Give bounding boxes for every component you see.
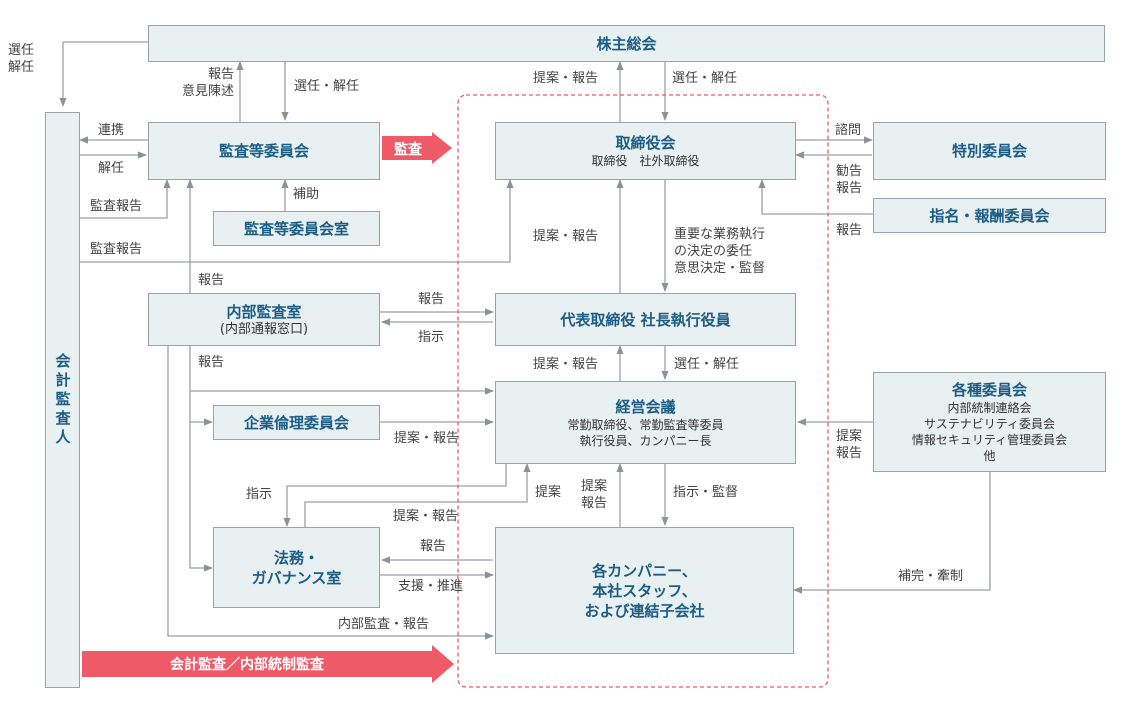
label-propose-report-companies: 提案報告 [581, 479, 608, 511]
label-audit-report-1: 監査報告 [90, 199, 143, 214]
label-elect-dismiss-1: 選任・解任 [294, 79, 360, 94]
legal-box[interactable]: 法務・ ガバナンス室 [213, 527, 380, 608]
label-advise-report: 勧告報告 [836, 164, 863, 196]
management-meeting-box[interactable]: 経営会議 常勤取締役、常勤監査等委員 執行役員、カンパニー長 [495, 381, 796, 464]
president-title: 代表取締役 社長執行役員 [560, 310, 731, 329]
internal-audit-sub: (内部通報窓口) [219, 321, 309, 337]
internal-audit-title: 内部監査室 [226, 302, 302, 321]
label-assist: 補助 [293, 187, 320, 202]
execution-boundary [457, 94, 829, 688]
label-propose-report-2: 提案・報告 [533, 229, 599, 244]
management-meeting-sub2: 執行役員、カンパニー長 [579, 433, 712, 448]
label-instruct-to-internal: 指示 [418, 330, 445, 345]
companies-line2: 本社スタッフ、 [592, 581, 697, 600]
label-cooperation: 連携 [98, 123, 125, 138]
management-meeting-title: 経営会議 [615, 397, 676, 416]
label-report-to-president: 報告 [418, 292, 445, 307]
ethics-committee-box[interactable]: 企業倫理委員会 [213, 405, 380, 440]
label-elect-dismiss-3: 選任・解任 [674, 357, 740, 372]
label-propose-report-ethics: 提案・報告 [394, 431, 460, 446]
nomination-committee-box[interactable]: 指名・報酬委員会 [873, 198, 1106, 233]
committees-line4: 他 [983, 449, 996, 463]
committees-title: 各種委員会 [951, 381, 1027, 399]
auditor-title: 会計監査人 [53, 352, 72, 448]
committees-line2: サステナビリティ委員会 [923, 417, 1056, 431]
internal-audit-box[interactable]: 内部監査室 (内部通報窓口) [148, 293, 380, 346]
special-committee-box[interactable]: 特別委員会 [873, 122, 1106, 180]
audit-committee-office-title: 監査等委員会室 [243, 219, 349, 238]
committees-line3: 情報セキュリティ管理委員会 [911, 433, 1068, 447]
nomination-committee-title: 指名・報酬委員会 [929, 206, 1050, 225]
label-consult: 諮問 [835, 123, 862, 138]
legal-line2: ガバナンス室 [251, 568, 342, 587]
label-elect-dismiss-left: 選任解任 [8, 43, 35, 75]
auditor-box[interactable]: 会計監査人 [45, 112, 80, 688]
committees-box[interactable]: 各種委員会 内部統制連絡会 サステナビリティ委員会 情報セキュリティ管理委員会 … [873, 372, 1106, 472]
label-support: 支援・推進 [398, 579, 464, 594]
audit-arrow [382, 132, 452, 164]
audit-committee-office-box[interactable]: 監査等委員会室 [213, 211, 380, 246]
committees-line1: 内部統制連絡会 [947, 401, 1032, 415]
label-report-internal-down: 報告 [198, 355, 225, 370]
board-title: 取締役会 [615, 134, 676, 152]
legal-line1: 法務・ [273, 548, 319, 567]
audit-arrow-label: 監査 [394, 142, 422, 158]
label-dismiss: 解任 [98, 161, 125, 176]
label-audit-report-2: 監査報告 [90, 242, 143, 257]
label-instruct-supervise: 指示・監督 [673, 485, 739, 500]
label-propose-report-legal: 提案・報告 [393, 509, 459, 524]
label-internal-audit-report: 内部監査・報告 [338, 617, 430, 632]
label-supplement-check: 補完・牽制 [898, 569, 964, 584]
label-report-internal-up: 報告 [198, 273, 225, 288]
label-elect-dismiss-2: 選任・解任 [672, 71, 738, 86]
label-propose-report-3: 提案・報告 [533, 357, 599, 372]
board-box[interactable]: 取締役会 取締役 社外取締役 [495, 122, 796, 180]
accounting-audit-arrow [82, 645, 454, 683]
companies-line1: 各カンパニー、 [592, 561, 697, 580]
label-report-nomination: 報告 [836, 223, 863, 238]
label-propose-report-1: 提案・報告 [533, 71, 599, 86]
label-delegation: 重要な業務執行の決定の委任意思決定・監督 [674, 227, 766, 276]
shareholders-box[interactable]: 株主総会 [148, 25, 1105, 62]
ethics-committee-title: 企業倫理委員会 [243, 413, 349, 432]
special-committee-title: 特別委員会 [951, 142, 1027, 160]
label-propose-report-committees: 提案報告 [836, 429, 863, 461]
companies-box[interactable]: 各カンパニー、 本社スタッフ、 および連結子会社 [495, 527, 794, 654]
companies-line3: および連結子会社 [584, 601, 705, 620]
label-report-opinion: 報告意見陳述 [181, 67, 234, 99]
audit-committee-title: 監査等委員会 [218, 142, 309, 160]
label-instruct-legal: 指示 [246, 487, 273, 502]
shareholders-title: 株主総会 [596, 34, 657, 53]
label-propose: 提案 [535, 485, 562, 500]
president-box[interactable]: 代表取締役 社長執行役員 [495, 293, 796, 346]
board-sub: 取締役 社外取締役 [591, 154, 700, 168]
management-meeting-sub1: 常勤取締役、常勤監査等委員 [567, 417, 724, 432]
accounting-audit-arrow-label: 会計監査／内部統制監査 [170, 657, 324, 673]
label-report-legal: 報告 [420, 539, 447, 554]
audit-committee-box[interactable]: 監査等委員会 [148, 122, 380, 180]
